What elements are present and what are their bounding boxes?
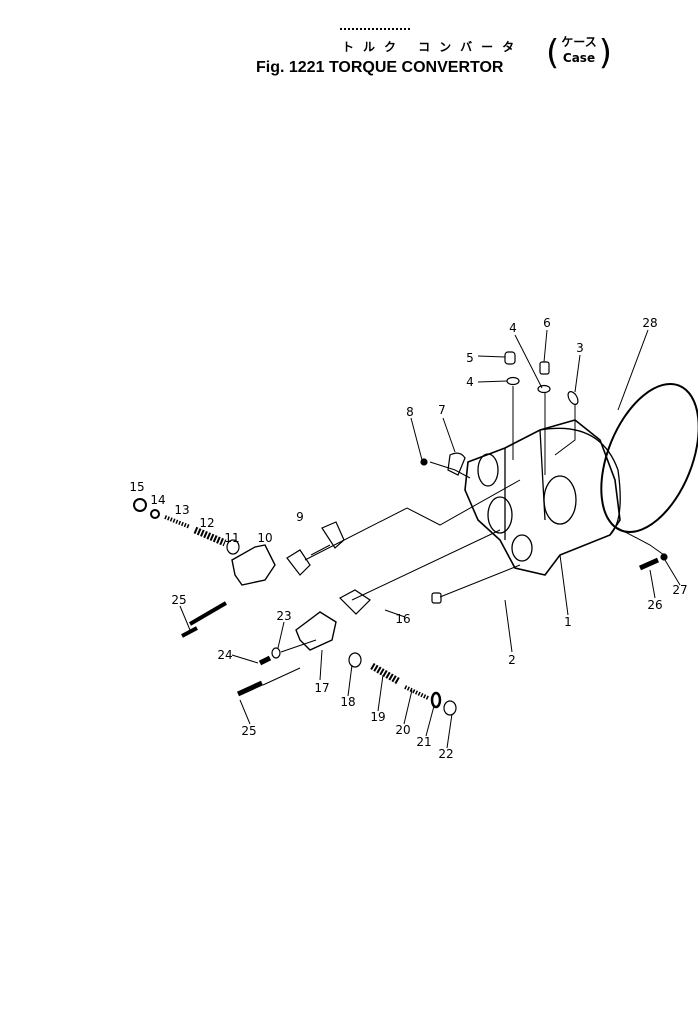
leader-lines: [179, 329, 681, 749]
callout-6: 6: [543, 316, 551, 330]
figure-name: TORQUE CONVERTOR: [328, 59, 504, 76]
callout-3: 3: [576, 341, 584, 355]
callout-10: 10: [257, 531, 272, 545]
paren-close: ): [598, 33, 612, 73]
callout-11: 11: [224, 531, 239, 545]
parts: [133, 351, 668, 716]
subtitle: ( ケース Case ): [546, 34, 612, 70]
callout-21: 21: [416, 735, 431, 749]
figure-number: Fig. 1221: [256, 59, 325, 76]
callout-1: 1: [564, 615, 572, 629]
callout-12: 12: [199, 516, 214, 530]
subtitle-english: Case: [562, 51, 596, 65]
callout-13: 13: [174, 503, 189, 517]
callout-4: 4: [509, 321, 517, 335]
torque-converter-case: [464, 419, 621, 576]
callout-4: 4: [466, 375, 474, 389]
callout-9: 9: [296, 510, 304, 524]
callout-19: 19: [370, 710, 385, 724]
callout-18: 18: [340, 695, 355, 709]
callout-25: 25: [171, 593, 186, 607]
callout-8: 8: [406, 405, 414, 419]
callout-15: 15: [129, 480, 144, 494]
subtitle-japanese: ケース: [561, 35, 597, 49]
connection-lines: [262, 386, 665, 686]
paren-open: (: [546, 33, 560, 73]
callout-7: 7: [438, 403, 446, 417]
callout-26: 26: [647, 598, 662, 612]
callout-22: 22: [438, 747, 453, 761]
callout-25: 25: [241, 724, 256, 738]
title-japanese: トルク コンバータ: [342, 40, 524, 54]
callout-2: 2: [508, 653, 516, 667]
callout-20: 20: [395, 723, 410, 737]
callout-24: 24: [217, 648, 232, 662]
callout-28: 28: [642, 316, 657, 330]
title-english: Fig. 1221 TORQUE CONVERTOR: [256, 59, 503, 77]
callout-23: 23: [276, 609, 291, 623]
callout-17: 17: [314, 681, 329, 695]
divider: [340, 28, 410, 30]
callout-5: 5: [466, 351, 474, 365]
figure-title: トルク コンバータ Fig. 1221 TORQUE CONVERTOR ( ケ…: [256, 24, 626, 84]
o-ring-28: [600, 382, 698, 534]
callout-27: 27: [672, 583, 687, 597]
callout-14: 14: [150, 493, 165, 507]
callout-16: 16: [395, 612, 410, 626]
